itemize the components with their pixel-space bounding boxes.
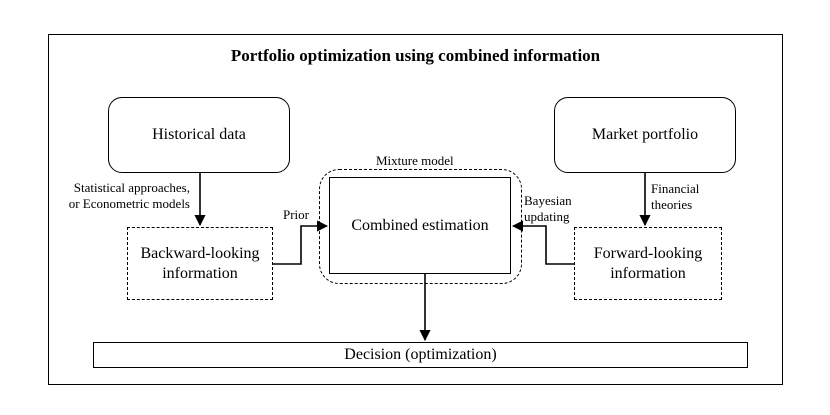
backward-looking-label-line1: Backward-looking: [140, 244, 260, 262]
forward-looking-label-line2: information: [610, 264, 686, 282]
backward-looking-node: Backward-looking information: [127, 227, 273, 300]
statistical-approaches-label: Statistical approaches, or Econometric m…: [57, 180, 190, 212]
bayesian-updating-line1: Bayesian: [524, 193, 572, 208]
bayesian-updating-arrow: [511, 220, 574, 265]
backward-looking-label-line2: information: [162, 264, 238, 282]
prior-label: Prior: [283, 207, 309, 222]
combined-estimation-node: Combined estimation: [329, 177, 511, 274]
financial-theories-line1: Financial: [651, 181, 700, 196]
statistical-approaches-line2: or Econometric models: [68, 196, 190, 211]
market-portfolio-label: Market portfolio: [591, 126, 699, 143]
bayesian-updating-label: Bayesian updating: [524, 193, 572, 225]
prior-arrow: [273, 220, 329, 265]
diagram-frame: [48, 34, 783, 385]
forward-looking-label-line1: Forward-looking: [593, 244, 703, 262]
historical-data-node: Historical data: [108, 97, 290, 173]
decision-label: Decision (optimization): [344, 346, 497, 363]
market-portfolio-node: Market portfolio: [554, 97, 736, 173]
combined-estimation-label: Combined estimation: [351, 216, 489, 234]
mixture-model-label: Mixture model: [376, 153, 454, 168]
financial-theories-line2: theories: [651, 197, 693, 212]
statistical-approaches-line1: Statistical approaches,: [73, 180, 190, 195]
financial-theories-label: Financial theories: [651, 181, 699, 213]
bayesian-updating-line2: updating: [524, 209, 570, 224]
diagram-title: Portfolio optimization using combined in…: [230, 46, 601, 65]
decision-node: Decision (optimization): [93, 342, 748, 368]
forward-looking-node: Forward-looking information: [574, 227, 722, 300]
historical-data-label: Historical data: [152, 126, 246, 143]
